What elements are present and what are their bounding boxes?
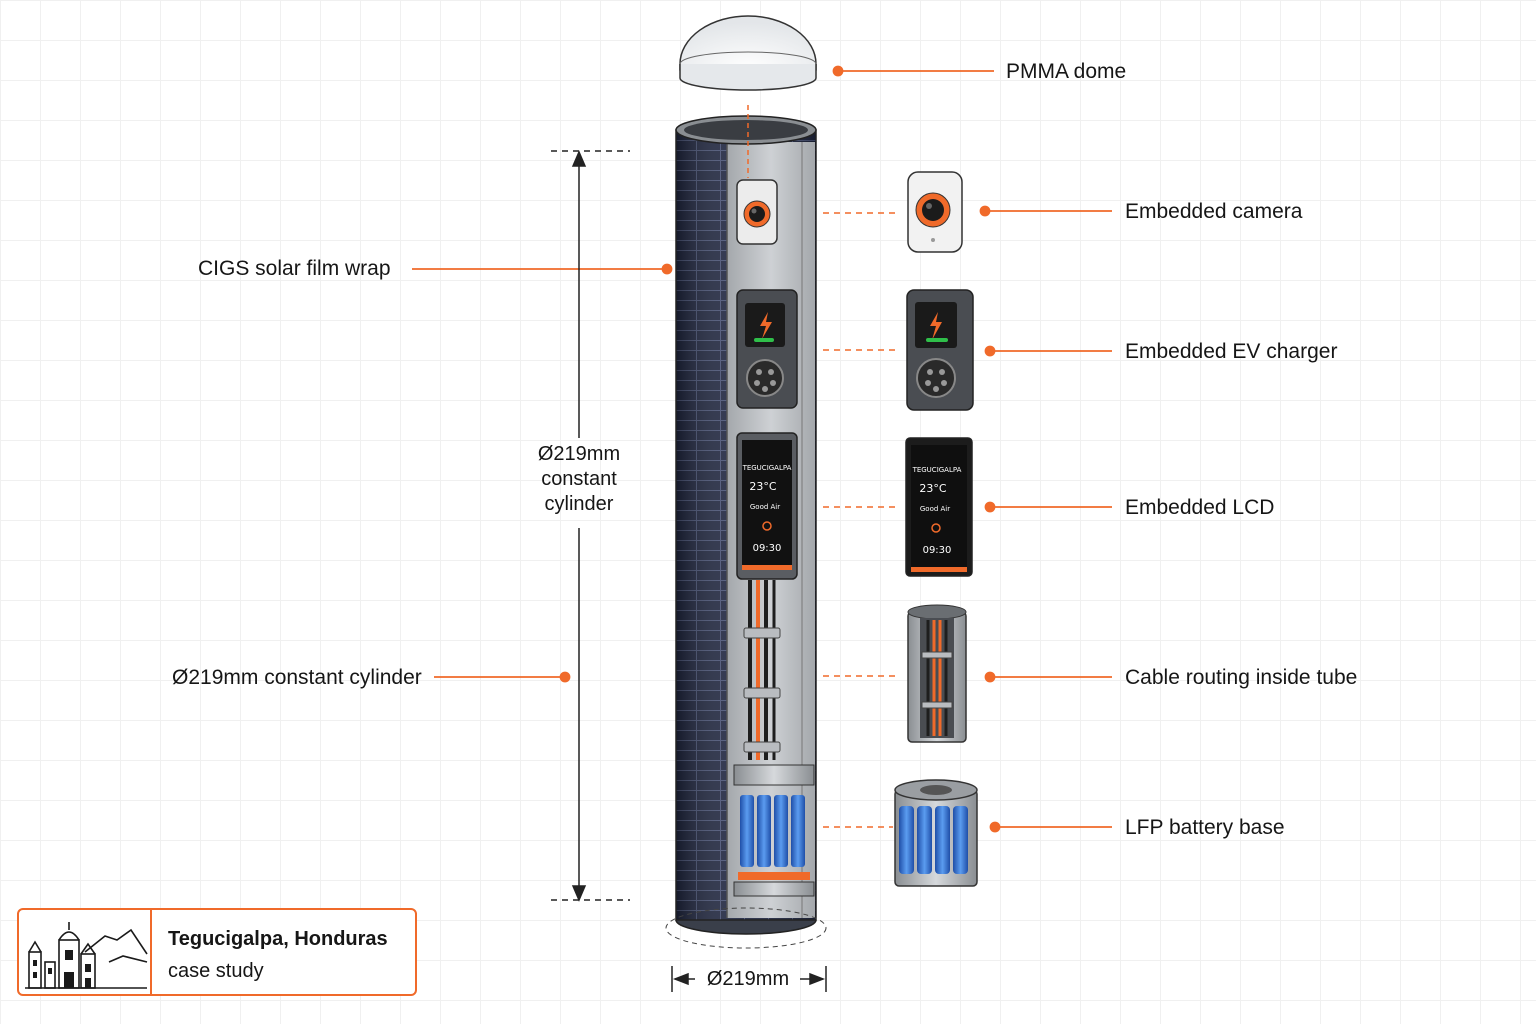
- tower-lcd-air: Good Air: [750, 503, 780, 511]
- exploded-lcd: TEGUCIGALPA 23°C Good Air 09:30: [905, 437, 973, 577]
- exploded-lcd-temp: 23°C: [919, 482, 946, 495]
- tower-lcd: TEGUCIGALPA 23°C Good Air 09:30: [736, 432, 798, 580]
- height-dim-line1: Ø219mm: [537, 443, 621, 465]
- width-dimension-label: Ø219mm: [706, 968, 790, 990]
- tower-battery: [733, 764, 815, 897]
- height-dim-line3: cylinder: [544, 493, 614, 515]
- label-constant-cylinder: Ø219mm constant cylinder: [172, 666, 422, 689]
- tower-cables: [743, 580, 781, 760]
- height-dimension: [551, 150, 630, 902]
- leader-lines: [412, 65, 1112, 833]
- exploded-lcd-time: 09:30: [923, 545, 952, 556]
- exploded-ev-charger: [906, 289, 974, 411]
- dashed-connectors: [823, 212, 898, 828]
- label-embedded-lcd: Embedded LCD: [1125, 496, 1275, 519]
- city-skyline-icon: [19, 910, 152, 994]
- tower-camera: [736, 179, 778, 245]
- tower-lcd-city: TEGUCIGALPA: [742, 464, 792, 472]
- exploded-cable-tube: [907, 604, 967, 743]
- label-embedded-ev-charger: Embedded EV charger: [1125, 340, 1338, 363]
- label-lfp-battery: LFP battery base: [1125, 816, 1285, 839]
- main-tower: TEGUCIGALPA 23°C Good Air 09:30: [665, 105, 827, 949]
- tower-lcd-time: 09:30: [753, 543, 782, 554]
- height-dimension-label: Ø219mm constant cylinder: [519, 442, 639, 517]
- tower-lcd-sun-icon: [762, 521, 772, 531]
- label-pmma-dome: PMMA dome: [1006, 60, 1127, 83]
- exploded-lcd-city: TEGUCIGALPA: [912, 466, 962, 474]
- label-embedded-camera: Embedded camera: [1125, 200, 1303, 223]
- width-dimension: [671, 966, 827, 992]
- tower-lcd-temp: 23°C: [749, 480, 776, 493]
- tower-ev-charger: [736, 289, 798, 409]
- case-study-box: Tegucigalpa, Honduras case study: [17, 908, 417, 996]
- label-cigs-solar: CIGS solar film wrap: [198, 257, 391, 280]
- exploded-battery: [894, 779, 978, 887]
- case-study-title: Tegucigalpa, Honduras: [168, 928, 388, 950]
- exploded-lcd-sun-icon: [931, 523, 941, 533]
- exploded-camera: [907, 171, 963, 253]
- exploded-lcd-air: Good Air: [920, 505, 950, 513]
- label-cable-routing: Cable routing inside tube: [1125, 666, 1358, 689]
- height-dim-line2: constant: [541, 468, 617, 490]
- pmma-dome: [679, 15, 817, 91]
- case-study-subtitle: case study: [168, 960, 264, 982]
